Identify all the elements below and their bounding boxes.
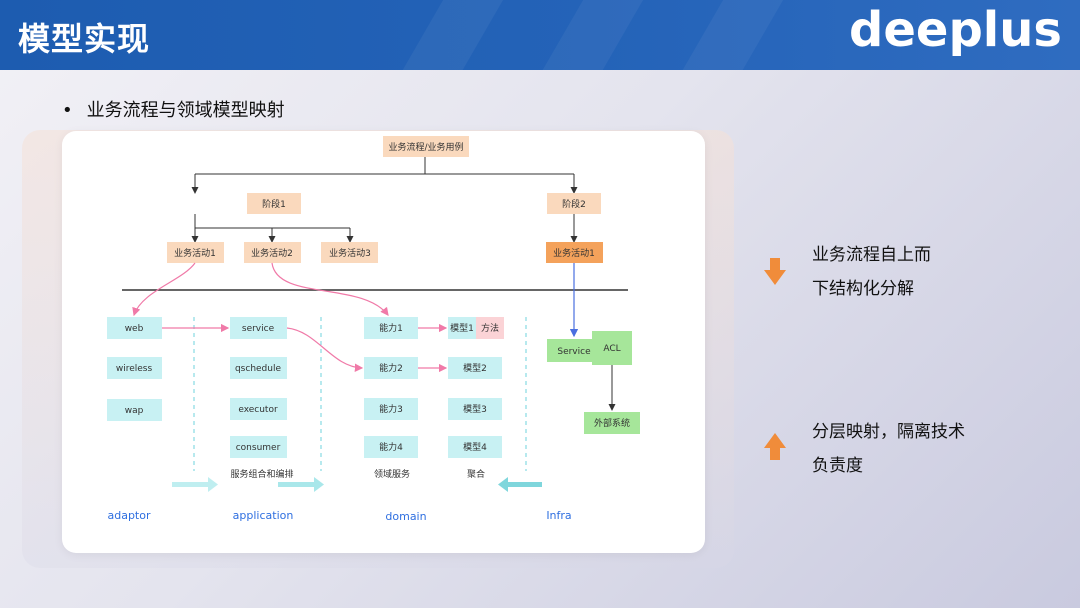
activity1-node: 业务活动1 [167,242,224,263]
app-qschedule: qschedule [230,357,287,379]
svg-text:service: service [242,324,275,334]
domain-capability2: 能力2 [364,357,418,379]
svg-text:能力2: 能力2 [379,362,403,374]
dependency-arrows [172,477,542,492]
svg-text:业务活动2: 业务活动2 [251,247,293,259]
svg-text:方法: 方法 [481,322,499,334]
layer-label-infra: Infra [546,509,571,522]
infra-external-system: 外部系统 [584,412,640,434]
tree-connectors [191,157,578,243]
note-top-down: 业务流程自上而 下结构化分解 [812,238,931,306]
app-consumer: consumer [230,436,287,458]
layer-dividers [193,317,527,471]
adaptor-wap: wap [107,399,162,421]
activity2-node: 业务活动2 [244,242,301,263]
app-service: service [230,317,287,339]
arrow-up-icon [764,433,786,460]
svg-text:wireless: wireless [116,364,153,374]
svg-text:业务活动1: 业务活动1 [174,247,216,259]
domain-capability4: 能力4 [364,436,418,458]
header-decoration [379,0,521,70]
domain-caption: 领域服务 [374,468,410,480]
svg-text:能力3: 能力3 [379,403,403,415]
svg-text:consumer: consumer [236,443,281,453]
model4: 模型4 [448,436,502,458]
bullet-text: 业务流程与领域模型映射 [86,100,285,121]
model3: 模型3 [448,398,502,420]
model2: 模型2 [448,357,502,379]
model1: 模型1 [448,317,476,339]
domain-capability1: 能力1 [364,317,418,339]
stage2-node: 阶段2 [547,193,601,214]
stage1-node: 阶段1 [247,193,301,214]
activity3-node: 业务活动3 [321,242,378,263]
svg-text:executor: executor [238,405,278,415]
slide-title: 模型实现 [18,20,151,58]
deeplus-logo: deeplus [848,2,1062,58]
svg-text:wap: wap [125,406,144,416]
svg-text:业务流程/业务用例: 业务流程/业务用例 [388,141,463,153]
layer-label-application: application [233,509,294,522]
root-node: 业务流程/业务用例 [383,136,469,157]
svg-text:模型2: 模型2 [463,363,487,374]
svg-text:阶段1: 阶段1 [262,198,286,210]
svg-text:模型1: 模型1 [450,323,474,334]
note-line: 负责度 [812,456,863,476]
svg-text:能力1: 能力1 [379,322,403,334]
header-decoration [519,0,661,70]
adaptor-web: web [107,317,162,339]
svg-text:Service: Service [557,347,591,357]
domain-capability3: 能力3 [364,398,418,420]
note-line: 下结构化分解 [812,279,914,299]
adaptor-wireless: wireless [107,357,162,379]
stage2-activity1-node: 业务活动1 [546,242,603,263]
note-layered-mapping: 分层映射，隔离技术 负责度 [812,415,965,483]
layer-label-adaptor: adaptor [107,509,150,522]
header-decoration [659,0,801,70]
svg-text:业务活动3: 业务活动3 [329,247,371,259]
svg-text:外部系统: 外部系统 [594,417,630,429]
app-executor: executor [230,398,287,420]
svg-text:阶段2: 阶段2 [562,198,586,210]
svg-text:qschedule: qschedule [235,364,282,374]
mapping-diagram: 业务流程/业务用例 阶段1 阶段2 业务活动1 业务活动2 业务活动3 业务活动… [107,136,640,523]
bullet-dot: • [62,100,73,121]
slide-header: 模型实现 deeplus [0,0,1080,70]
model1-method: 方法 [476,317,504,339]
bullet-point: • 业务流程与领域模型映射 [62,96,285,122]
infra-service: Service [547,339,605,362]
note-line: 业务流程自上而 [812,245,931,265]
arrow-down-icon [764,258,786,285]
svg-text:ACL: ACL [603,344,620,354]
infra-acl: ACL [592,331,632,365]
application-caption: 服务组合和编排 [230,468,293,480]
diagram-card: 业务流程/业务用例 阶段1 阶段2 业务活动1 业务活动2 业务活动3 业务活动… [62,131,705,553]
note-line: 分层映射，隔离技术 [812,422,965,442]
mapping-arrows [132,262,448,373]
svg-text:web: web [125,324,144,334]
model-caption: 聚合 [467,468,485,480]
svg-text:业务活动1: 业务活动1 [553,247,595,259]
layer-label-domain: domain [385,510,426,523]
svg-text:能力4: 能力4 [379,441,403,453]
svg-text:模型3: 模型3 [463,404,487,415]
svg-text:模型4: 模型4 [463,442,487,453]
